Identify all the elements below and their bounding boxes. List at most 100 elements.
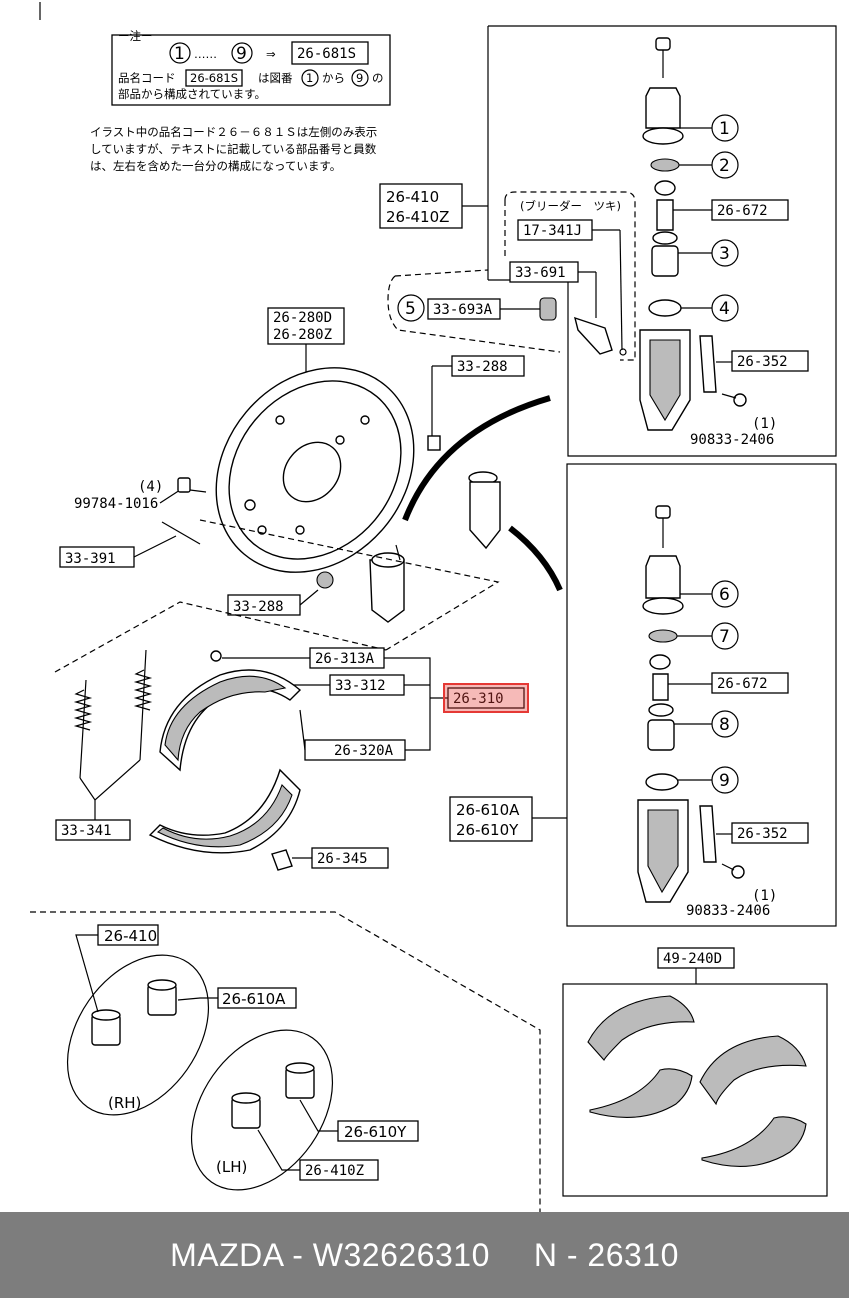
cylinder-small-bottom xyxy=(369,544,405,623)
brake-shoe-lower xyxy=(148,768,301,854)
arc-top xyxy=(402,395,551,522)
note-heading: ー注ー xyxy=(118,29,153,43)
label-33-288-bottom: 33-288 xyxy=(233,599,284,615)
label-17-341J: 17-341J xyxy=(523,223,582,239)
note-circle-end xyxy=(231,42,253,64)
label-bleeder: (ブリーダー ツキ) xyxy=(520,199,621,213)
panel-bottom-frame xyxy=(566,463,837,927)
note-text-line-2: していますが、テキストに記載している部品番号と員数 xyxy=(90,142,377,156)
label-33-312: 33-312 xyxy=(335,678,386,694)
label-box-26-672-top xyxy=(711,199,789,221)
label-box-26-610 xyxy=(449,796,533,842)
note-code: 26-681S xyxy=(297,46,356,62)
note-line1-code-box xyxy=(185,69,243,87)
label-90833-top: 90833-2406 xyxy=(690,432,774,448)
label-26-672-bottom: 26-672 xyxy=(717,676,768,692)
label-33-391: 33-391 xyxy=(65,551,116,567)
label-inset-26-610A: 26-610A xyxy=(222,990,286,1008)
label-26-672-top: 26-672 xyxy=(717,203,768,219)
note-line1-b: は図番 xyxy=(258,71,293,85)
label-90833-bottom: 90833-2406 xyxy=(686,903,770,919)
label-33-691: 33-691 xyxy=(515,265,566,281)
label-26-280Z: 26-280Z xyxy=(273,327,332,343)
brake-parts-diagram: ー注ー 1 …… 9 ⇒ 26-681S 品名コード 26-681S は図番 1… xyxy=(30,2,837,1212)
callout-7: 7 xyxy=(719,627,730,647)
dash-shoe-top xyxy=(199,519,500,651)
note-range-dots: …… xyxy=(194,47,217,61)
label-90833-qty-top: (1) xyxy=(752,416,777,432)
callout-9: 9 xyxy=(719,771,730,791)
note-box: ー注ー 1 …… 9 ⇒ 26-681S 品名コード 26-681S は図番 1… xyxy=(111,29,391,106)
label-49-240D: 49-240D xyxy=(663,951,722,967)
note-line1-circle-1 xyxy=(301,69,319,87)
label-26-280D: 26-280D xyxy=(273,310,332,326)
label-box-26-672-bottom xyxy=(711,672,789,694)
brake-linings xyxy=(587,995,807,1167)
label-box-26-280 xyxy=(267,307,345,345)
label-26-320A: 26-320A xyxy=(334,743,394,759)
label-26-313A: 26-313A xyxy=(315,651,375,667)
callout-4: 4 xyxy=(719,299,730,319)
callout-5: 5 xyxy=(405,299,416,319)
inset-lh xyxy=(190,1029,334,1191)
callout-circle-1 xyxy=(711,114,739,142)
wheel-cylinder-lh-panel: 6 7 8 9 26-672 26-352 (1) 90833-2406 xyxy=(566,463,837,927)
label-box-26-345 xyxy=(311,847,389,869)
arc-bottom xyxy=(508,525,563,592)
label-26-610A: 26-610A xyxy=(456,801,520,819)
label-26-410: 26-410 xyxy=(386,188,439,206)
label-inset-26-610Y: 26-610Y xyxy=(344,1123,407,1141)
label-33-288-top: 33-288 xyxy=(457,359,508,375)
dash-shoe-left xyxy=(54,601,387,673)
note-circle-start xyxy=(169,42,191,64)
cylinder-stack-top xyxy=(639,37,691,431)
callout-circle-4 xyxy=(711,294,739,322)
note-line1-d: の xyxy=(372,71,384,85)
note-range-start: 1 xyxy=(174,44,185,64)
label-inset-rh: (RH) xyxy=(108,1094,141,1112)
callout-2: 2 xyxy=(719,156,730,176)
note-code-box xyxy=(291,41,369,65)
label-box-26-410 xyxy=(379,183,463,229)
lining-panel-frame xyxy=(562,983,828,1197)
label-inset-26-410Z: 26-410Z xyxy=(305,1163,364,1179)
label-26-352-bottom: 26-352 xyxy=(737,826,788,842)
footer-part-number: MAZDA - W32626310 xyxy=(170,1236,490,1273)
cylinder-small-top xyxy=(468,471,501,550)
label-26-310: 26-310 xyxy=(453,691,504,707)
label-box-26-352-bottom xyxy=(731,822,809,844)
highlight-26-310[interactable] xyxy=(443,683,529,713)
note-text-line-1: イラスト中の品名コード２６－６８１Ｓは左側のみ表示 xyxy=(90,125,377,139)
label-box-33-341 xyxy=(55,819,131,841)
label-33-341: 33-341 xyxy=(61,823,112,839)
label-90833-qty-bottom: (1) xyxy=(752,888,777,904)
wheel-cylinder-rh-panel: 1 2 3 4 26-672 26-352 (1) 90833-2406 xyxy=(487,25,837,457)
callout-3: 3 xyxy=(719,244,730,264)
label-box-26-352-top xyxy=(731,350,809,372)
label-inset-lh: (LH) xyxy=(216,1158,247,1176)
inset-dashed-boundary xyxy=(30,911,541,1212)
callout-circle-6 xyxy=(711,580,739,608)
label-99784-qty: (4) xyxy=(138,479,163,495)
note-line1-c: から xyxy=(322,71,345,85)
callout-circle-8 xyxy=(711,710,739,738)
footer-bar: MAZDA - W32626310 N - 26310 xyxy=(0,1212,849,1298)
footer-ref-number: N - 26310 xyxy=(533,1236,679,1273)
label-inset-26-410: 26-410 xyxy=(104,927,157,945)
note-text-line-3: は、左右を含めた一台分の構成になっています。 xyxy=(90,159,341,173)
cylinder-stack-bottom xyxy=(637,505,689,903)
callout-8: 8 xyxy=(719,715,730,735)
label-26-352-top: 26-352 xyxy=(737,354,788,370)
note-line1-circle-9 xyxy=(351,69,369,87)
backing-plate xyxy=(215,367,415,573)
note-line1-num-9: 9 xyxy=(356,71,363,85)
callout-1: 1 xyxy=(719,119,730,139)
label-26-345: 26-345 xyxy=(317,851,368,867)
inset-rh xyxy=(66,954,210,1116)
bleeder-dashed-outline xyxy=(504,191,636,361)
callout-circle-2 xyxy=(711,151,739,179)
note-line2: 部品から構成されています。 xyxy=(118,87,266,101)
label-26-610Y: 26-610Y xyxy=(456,821,519,839)
callout-circle-9 xyxy=(711,766,739,794)
note-line1-code: 26-681S xyxy=(190,71,238,85)
